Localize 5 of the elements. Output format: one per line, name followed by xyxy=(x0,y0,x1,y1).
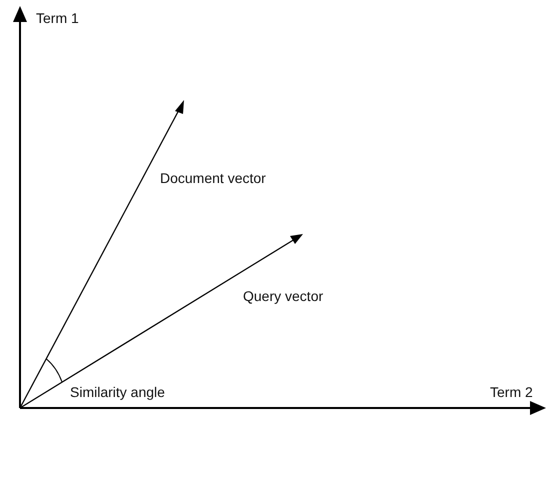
axis-label: Term 1 xyxy=(36,10,79,26)
angle-label: Similarity angle xyxy=(70,384,165,400)
vector-label: Document vector xyxy=(160,170,266,186)
axis-label: Term 2 xyxy=(490,384,533,400)
vector-label: Query vector xyxy=(243,288,324,304)
